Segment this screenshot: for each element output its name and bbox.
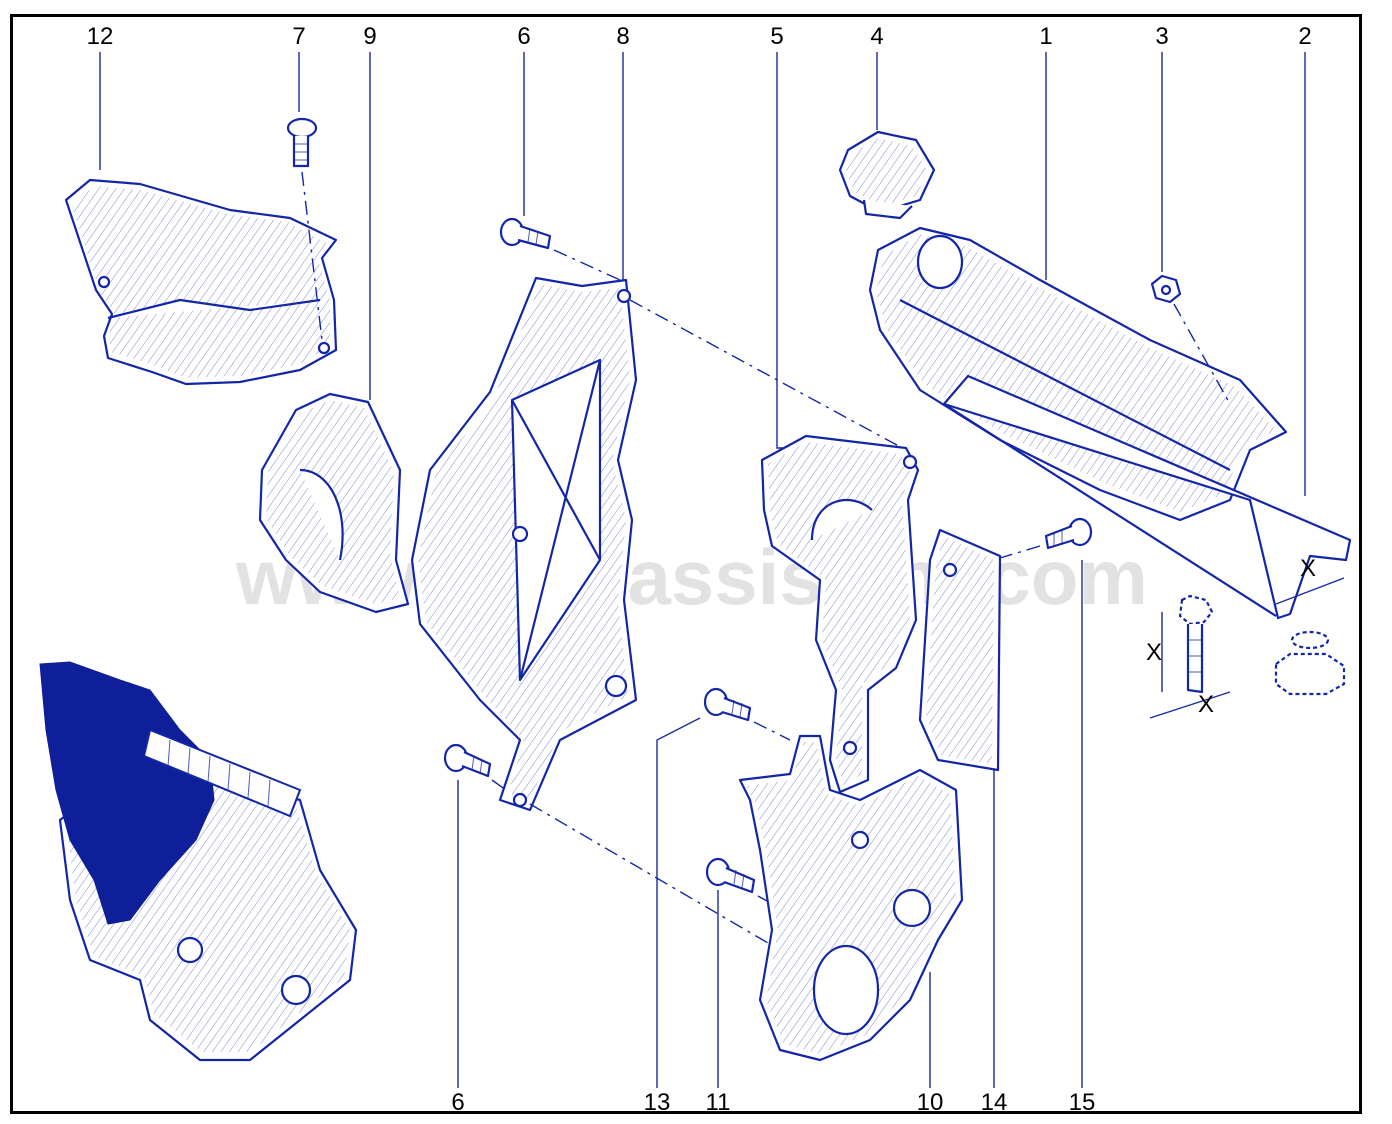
callout-1: 1 (1039, 23, 1052, 50)
bolt-part-6-bottom (443, 743, 521, 801)
bolt-part-6-top (499, 217, 621, 281)
callout-9: 9 (363, 23, 376, 50)
alignment-line-1 (629, 299, 907, 451)
bolt-part-11 (705, 857, 777, 907)
dimension-x-1: X (1146, 639, 1162, 666)
callout-12: 12 (87, 23, 114, 50)
rocker-cover-part-1 (868, 226, 1288, 522)
dimension-symbol-nut: X (1274, 555, 1346, 696)
dimension-x-3: X (1300, 555, 1316, 582)
callout-14: 14 (981, 1089, 1008, 1116)
bolt-part-13 (703, 687, 791, 741)
lower-timing-cover-part-10 (738, 734, 964, 1062)
callout-10: 10 (917, 1089, 944, 1116)
callout-6-bottom: 6 (451, 1089, 464, 1116)
engine-overview-illustration (39, 661, 358, 1062)
callout-4: 4 (870, 23, 883, 50)
inner-cover-part-9 (258, 392, 410, 614)
bolt-part-15 (999, 517, 1093, 559)
callout-5: 5 (770, 23, 783, 50)
diagram-frame (10, 14, 1362, 1114)
nut-part-3 (1150, 274, 1231, 405)
bolt-part-7 (286, 117, 323, 341)
alignment-line-2 (529, 803, 781, 951)
timing-cover-plate-part-8 (410, 276, 638, 812)
upper-timing-cover-part-12 (64, 178, 338, 386)
intermediate-cover-part-5 (760, 434, 920, 794)
callout-11: 11 (706, 1089, 731, 1116)
side-cover-part-14 (918, 528, 1002, 772)
oil-filler-cap-part-4 (838, 130, 936, 220)
callout-13: 13 (644, 1089, 671, 1116)
callout-3: 3 (1155, 23, 1168, 50)
rocker-cover-gasket-part-2 (942, 374, 1352, 620)
dimension-x-2: X (1198, 691, 1214, 718)
dimension-symbol-bolt: X X (1146, 594, 1231, 719)
callout-15: 15 (1069, 1089, 1096, 1116)
callout-7: 7 (292, 23, 305, 50)
callout-6-top: 6 (517, 23, 530, 50)
callout-8: 8 (616, 23, 629, 50)
callout-2: 2 (1298, 23, 1311, 50)
